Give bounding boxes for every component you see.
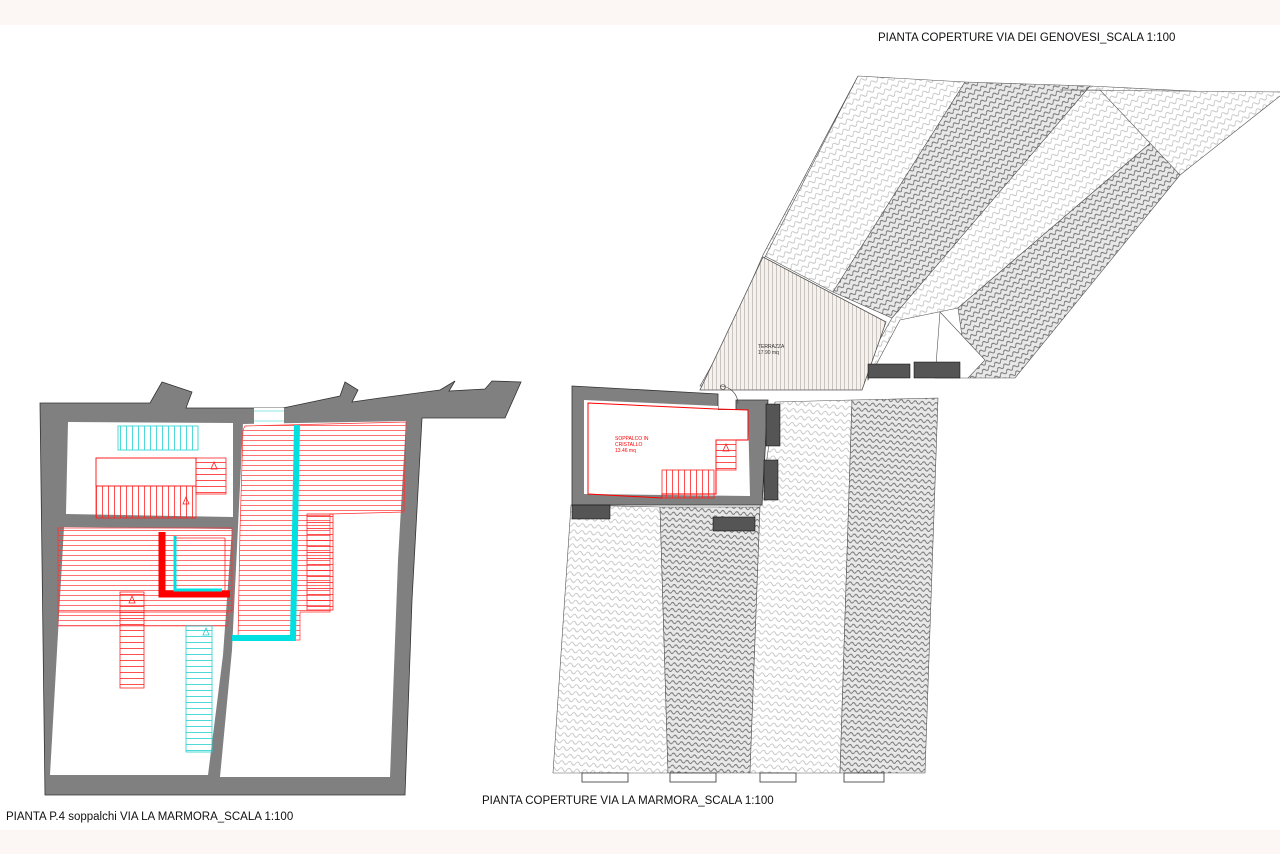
mezzanine-name-1: SOPPALCO IN <box>615 436 649 442</box>
title-roof-marmora: PIANTA COPERTURE VIA LA MARMORA_SCALA 1:… <box>482 795 774 807</box>
title-floor-plan: PIANTA P.4 soppalchi VIA LA MARMORA_SCAL… <box>6 811 294 823</box>
new-partition <box>158 532 230 598</box>
demolished-wall-left <box>173 536 222 592</box>
bottom-band <box>0 830 1280 854</box>
terrace-area: 17.90 mq <box>758 350 779 356</box>
skylights <box>571 361 961 532</box>
title-roof-genovesi: PIANTA COPERTURE VIA DEI GENOVESI_SCALA … <box>878 32 1176 44</box>
mezzanine-label: SOPPALCO IN CRISTALLO 13.46 mq <box>615 436 649 454</box>
stair-top-red-flight <box>95 485 197 519</box>
terrace-name: TERRAZZA <box>758 344 785 350</box>
stair-low-red <box>119 591 145 689</box>
mezzanine-area: 13.46 mq <box>615 448 636 454</box>
stair-top-red <box>95 457 197 487</box>
door-swing <box>719 385 739 405</box>
gutter-outlets <box>581 772 885 783</box>
mezzanine-stair <box>661 469 715 499</box>
roof-plan <box>552 75 1280 783</box>
mezzanine-left <box>57 527 233 613</box>
roof-strip-8 <box>839 397 939 774</box>
stair-top-cyan <box>117 425 199 451</box>
stair-low-cyan <box>185 625 213 753</box>
stair-mid-red <box>306 513 334 611</box>
top-band <box>0 0 1280 25</box>
roof-strip-5 <box>552 504 669 774</box>
doorway <box>254 408 284 424</box>
roof-strip-edge <box>1059 89 1280 176</box>
terrace-deck <box>699 256 887 391</box>
roof-strip-4 <box>957 91 1280 379</box>
roof-strip-6 <box>659 506 761 774</box>
mezzanine-name-2: CRISTALLO <box>615 442 643 448</box>
roof-strip-7 <box>749 399 853 774</box>
terrace-label: TERRAZZA 17.90 mq <box>758 344 784 356</box>
floor-plan-soppalchi <box>39 380 522 796</box>
demolished-wall-right <box>232 424 300 641</box>
